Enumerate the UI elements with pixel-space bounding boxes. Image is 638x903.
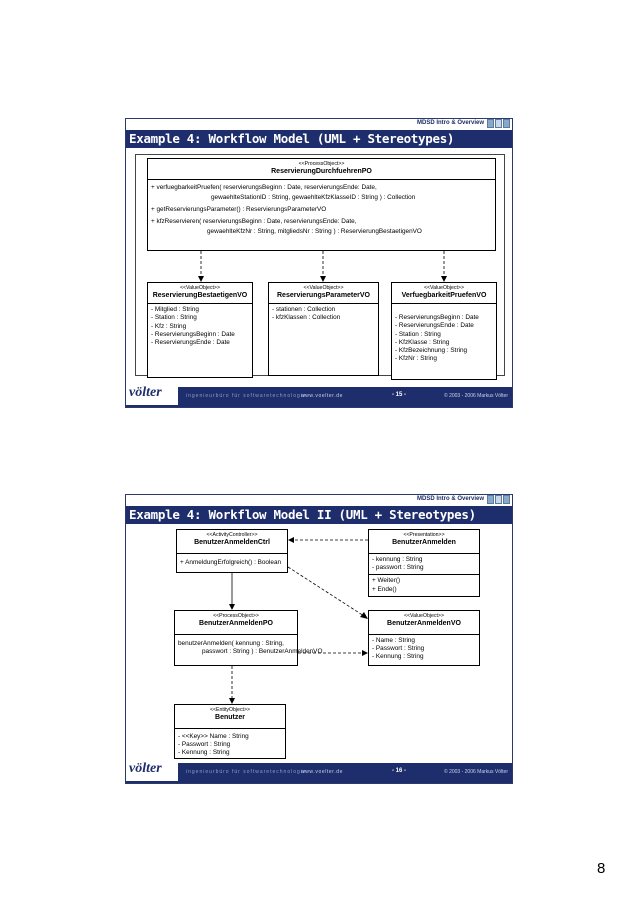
- stereotype: <<EntityObject>>: [209, 707, 251, 713]
- class-box-benutzer-anmelden: <<Presentation>> BenutzerAnmelden - kenn…: [368, 529, 480, 597]
- footer-tagline: ingenieurbüro für softwaretechnologie: [186, 393, 307, 399]
- footer-website: www.voelter.de: [301, 393, 344, 399]
- attribute: - Passwort : String: [372, 645, 425, 653]
- stereotype: <<ValueObject>>: [180, 285, 220, 291]
- slide-page-number: - 15 -: [392, 392, 407, 398]
- attribute: - KfzBezeichnung : String: [395, 347, 468, 355]
- operation: + getReservierungsParameter() : Reservie…: [151, 206, 327, 214]
- class-name: Benutzer: [215, 714, 245, 721]
- attribute: - KfzKlasse : String: [395, 338, 450, 346]
- operation: benutzerAnmelden( kennung : String,: [178, 640, 284, 647]
- attribute: - Passwort : String: [178, 741, 231, 749]
- class-name: ReservierungsParameterVO: [277, 292, 370, 299]
- stereotype: <<ValueObject>>: [404, 613, 444, 619]
- stereotype: <<Presentation>>: [403, 532, 445, 538]
- attribute: - kfzKlassen : Collection: [272, 314, 341, 322]
- slide-title: Example 4: Workflow Model (UML + Stereot…: [129, 131, 455, 146]
- header-logo-icon: [487, 495, 510, 504]
- operation: + AnmeldungErfolgreich() : Boolean: [180, 559, 282, 566]
- attribute: - <<Key>> Name : String: [178, 733, 249, 740]
- footer-copyright: © 2003 - 2006 Markus Völter: [444, 769, 508, 775]
- class-name: BenutzerAnmeldenVO: [387, 620, 461, 627]
- arrowhead: [360, 612, 368, 619]
- stereotype: <<ProcessObject>>: [298, 161, 345, 167]
- stereotype: <<ValueObject>>: [424, 285, 464, 291]
- footer-website: www.voelter.de: [301, 769, 344, 775]
- attribute: - passwort : String: [372, 564, 424, 572]
- brand-logo: völter: [126, 759, 178, 781]
- brand-logo: völter: [126, 383, 178, 405]
- class-name: BenutzerAnmelden: [392, 539, 456, 546]
- slide-footer: völter ingenieurbüro für softwaretechnol…: [126, 759, 512, 783]
- slide-16: MDSD Intro & Overview Example 4: Workflo…: [125, 494, 513, 784]
- class-box-reservierungs-parameter-vo: <<ValueObject>> ReservierungsParameterVO…: [268, 282, 379, 376]
- class-name: VerfuegbarkeitPruefenVO: [401, 292, 487, 299]
- slide-15: MDSD Intro & Overview Example 4: Workflo…: [125, 118, 513, 408]
- attribute: - Station : String: [151, 314, 197, 322]
- page-number: 8: [597, 860, 606, 877]
- operation: + Weiter(): [372, 577, 401, 585]
- operation-cont: gewaehlteStationID : String, gewaehlteKf…: [211, 193, 416, 201]
- class-box-benutzer: <<EntityObject>> Benutzer - <<Key>> Name…: [174, 704, 286, 759]
- attribute: - kennung : String: [372, 556, 423, 563]
- operation: + kfzReservieren( reservierungsBeginn : …: [151, 218, 357, 226]
- attribute: - Name : String: [372, 637, 415, 644]
- slide-title-bar: Example 4: Workflow Model II (UML + Ster…: [126, 506, 512, 524]
- slide-title-bar: Example 4: Workflow Model (UML + Stereot…: [126, 130, 512, 148]
- attribute: - KfzNr : String: [395, 355, 437, 363]
- slide-footer: völter ingenieurbüro für softwaretechnol…: [126, 383, 512, 407]
- class-name: BenutzerAnmeldenPO: [199, 620, 273, 627]
- attribute: - ReservierungsBeginn : Date: [151, 330, 235, 338]
- attribute: - stationen : Collection: [272, 306, 336, 314]
- attribute: - ReservierungsBeginn : Date: [395, 314, 479, 322]
- operation: + verfuegbarkeitPruefen( reservierungsBe…: [151, 184, 377, 192]
- class-box-reservierung-bestaetigen-vo: <<ValueObject>> ReservierungBestaetigenV…: [147, 282, 253, 378]
- footer-tagline: ingenieurbüro für softwaretechnologie: [186, 769, 307, 775]
- stereotype: <<ActivityController>>: [206, 532, 258, 538]
- slide-header: MDSD Intro & Overview: [126, 495, 512, 506]
- attribute: - Mitglied : String: [151, 306, 199, 314]
- class-box-benutzer-anmelden-po: <<ProcessObject>> BenutzerAnmeldenPO ben…: [174, 610, 323, 666]
- slide-page-number: - 16 -: [392, 768, 407, 774]
- stereotype: <<ProcessObject>>: [213, 613, 259, 619]
- footer-copyright: © 2003 - 2006 Markus Völter: [444, 393, 508, 399]
- attribute: - Station : String: [395, 330, 441, 338]
- attribute: - ReservierungsEnde : Date: [151, 339, 230, 347]
- stereotype: <<ValueObject>>: [303, 285, 344, 291]
- class-name: ReservierungDurchfuehrenPO: [271, 168, 372, 175]
- operation-cont: passwort : String ) : BenutzerAnmeldenVO: [202, 648, 323, 656]
- attribute: - Kennung : String: [372, 653, 424, 661]
- class-box-verfuegbarkeit-pruefen-vo: <<ValueObject>> VerfuegbarkeitPruefenVO …: [391, 282, 497, 380]
- class-name: BenutzerAnmeldenCtrl: [194, 539, 270, 546]
- operation: + Ende(): [372, 585, 397, 593]
- slide-header: MDSD Intro & Overview: [126, 119, 512, 130]
- class-box-reservierung-durchfuehren-po: <<ProcessObject>> ReservierungDurchfuehr…: [147, 158, 496, 251]
- header-logo-icon: [487, 119, 510, 128]
- class-name: ReservierungBestaetigenVO: [152, 292, 248, 299]
- operation-cont: gewaehlteKfzNr : String, mitgliedsNr : S…: [207, 227, 422, 235]
- class-box-benutzer-anmelden-vo: <<ValueObject>> BenutzerAnmeldenVO - Nam…: [368, 610, 480, 666]
- attribute: - Kfz : String: [151, 322, 187, 330]
- header-label: MDSD Intro & Overview: [416, 120, 484, 126]
- attribute: - Kennung : String: [178, 749, 230, 757]
- dependency-arrow: [287, 566, 365, 617]
- attribute: - ReservierungsEnde : Date: [395, 322, 474, 330]
- class-box-benutzer-anmelden-ctrl: <<ActivityController>> BenutzerAnmeldenC…: [176, 529, 288, 573]
- header-label: MDSD Intro & Overview: [416, 496, 484, 502]
- slide-title: Example 4: Workflow Model II (UML + Ster…: [129, 507, 476, 522]
- arrowhead: [288, 537, 294, 543]
